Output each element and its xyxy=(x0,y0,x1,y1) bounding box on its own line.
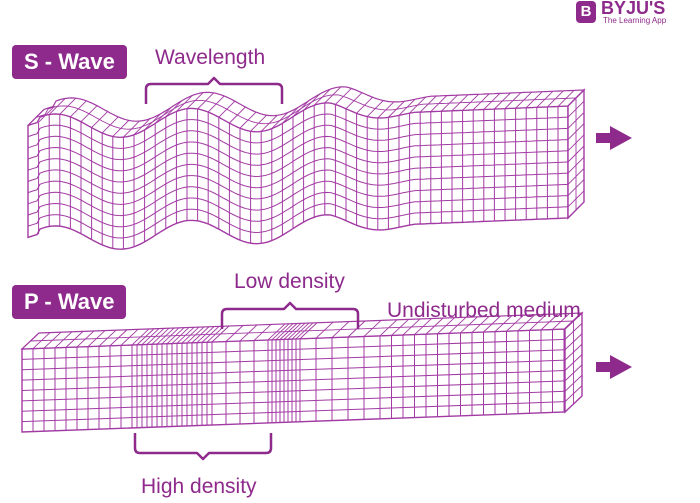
s-wave-badge: S - Wave xyxy=(12,45,127,79)
p-wave-grid-line xyxy=(448,316,467,334)
p-wave-grid-line xyxy=(21,401,566,423)
p-wave-badge: P - Wave xyxy=(12,285,127,319)
p-wave-grid-line xyxy=(402,318,421,336)
p-wave-grid-line xyxy=(21,349,566,371)
p-wave-grid-line xyxy=(552,313,570,330)
s-wave-grid-line xyxy=(27,147,569,183)
low-density-bracket xyxy=(220,301,360,329)
p-wave-grid-line xyxy=(43,331,62,349)
p-wave-grid-line xyxy=(156,327,175,345)
undisturbed-medium-label: Undisturbed medium xyxy=(387,299,581,322)
p-wave-grid-line xyxy=(131,328,150,346)
p-wave-grid-line xyxy=(191,326,210,344)
p-wave-grid-line xyxy=(21,338,566,360)
p-wave-grid-line xyxy=(283,323,302,340)
p-wave-grid-line xyxy=(136,328,155,346)
p-wave-grid-line xyxy=(347,320,366,338)
p-wave-grid-line xyxy=(414,318,432,335)
p-wave-grid-line xyxy=(176,326,195,344)
p-wave-grid-line xyxy=(483,315,501,333)
s-wave-grid-line xyxy=(27,135,569,172)
p-wave-grid-line xyxy=(494,315,513,332)
s-wave-grid-line xyxy=(27,203,569,239)
p-wave-grid-line xyxy=(253,324,272,341)
s-wave-grid-line xyxy=(38,105,55,123)
p-wave-grid-block xyxy=(20,311,584,433)
p-wave-grid-line xyxy=(196,326,215,343)
p-wave-grid-line xyxy=(21,332,40,350)
p-wave-grid-line xyxy=(54,331,73,349)
p-wave-grid-line xyxy=(460,316,478,334)
p-wave-grid-line xyxy=(379,319,398,337)
wavelength-label: Wavelength xyxy=(155,46,266,69)
p-wave-grid-line xyxy=(517,314,536,332)
arrow-right-icon xyxy=(596,355,632,379)
s-wave-grid-line xyxy=(27,169,569,205)
p-wave-grid-line xyxy=(529,313,547,331)
p-wave-grid-line xyxy=(21,380,566,402)
p-wave-grid-line xyxy=(120,329,139,346)
s-wave-grid-line xyxy=(27,113,569,149)
p-wave-grid-line xyxy=(211,325,230,343)
p-wave-grid-line xyxy=(331,321,350,338)
p-wave-grid-line xyxy=(506,314,524,332)
byjus-logo: B BYJU'S The Learning App xyxy=(576,0,694,26)
p-wave-grid-line xyxy=(32,332,51,349)
p-wave-grid-line xyxy=(21,370,566,391)
p-wave-grid-line xyxy=(76,330,95,348)
p-wave-grid-line xyxy=(295,322,314,340)
p-wave-grid-line xyxy=(471,316,490,333)
high-density-bracket xyxy=(133,433,273,461)
p-wave-grid-line xyxy=(425,317,444,335)
p-wave-grid-line xyxy=(109,329,128,347)
p-wave-grid-line xyxy=(391,319,409,336)
high-density-label: High density xyxy=(141,475,257,498)
logo-mark-icon: B xyxy=(576,1,596,23)
p-wave-grid-line xyxy=(540,313,559,331)
p-wave-grid-line xyxy=(21,390,566,412)
s-wave-grid-line xyxy=(35,94,577,130)
p-wave-grid-line xyxy=(151,327,170,345)
wavelength-bracket xyxy=(144,76,284,104)
low-density-label: Low density xyxy=(234,270,345,293)
p-wave-grid-line xyxy=(201,326,220,343)
logo-tagline: The Learning App xyxy=(603,16,667,25)
p-wave-grid-line xyxy=(287,322,306,340)
p-wave-grid-line xyxy=(186,326,205,344)
p-wave-grid-line xyxy=(146,328,165,345)
p-wave-grid-line xyxy=(87,330,106,347)
p-wave-grid-line xyxy=(267,323,286,341)
s-wave-grid-line xyxy=(27,191,569,228)
p-wave-grid-line xyxy=(171,327,190,344)
p-wave-grid-line xyxy=(275,323,294,340)
p-wave-grid-line xyxy=(315,321,334,339)
logo-name: BYJU'S xyxy=(601,0,666,18)
p-wave-grid-line xyxy=(225,325,244,342)
p-wave-grid-line xyxy=(291,322,310,340)
p-wave-grid-line xyxy=(166,327,185,344)
p-wave-grid-line xyxy=(181,326,200,344)
s-wave-grid-line xyxy=(27,109,45,126)
p-wave-grid-line xyxy=(239,324,258,342)
s-wave-grid-line xyxy=(27,180,569,217)
p-wave-grid-line xyxy=(30,320,574,342)
p-wave-grid-line xyxy=(65,331,84,348)
p-wave-grid-line xyxy=(279,323,298,340)
p-wave-grid-line xyxy=(98,329,117,347)
p-wave-grid-line xyxy=(299,322,318,340)
p-wave-grid-line xyxy=(363,320,382,337)
arrow-right-icon xyxy=(596,126,632,150)
p-wave-grid-line xyxy=(21,359,566,381)
p-wave-grid-line xyxy=(141,328,160,345)
s-wave-grid-line xyxy=(27,124,569,161)
s-wave-grid-block xyxy=(27,86,586,250)
p-wave-grid-line xyxy=(271,323,290,341)
p-wave-grid-line xyxy=(161,327,180,345)
p-wave-grid-line xyxy=(437,317,455,335)
s-wave-grid-line xyxy=(27,158,569,194)
